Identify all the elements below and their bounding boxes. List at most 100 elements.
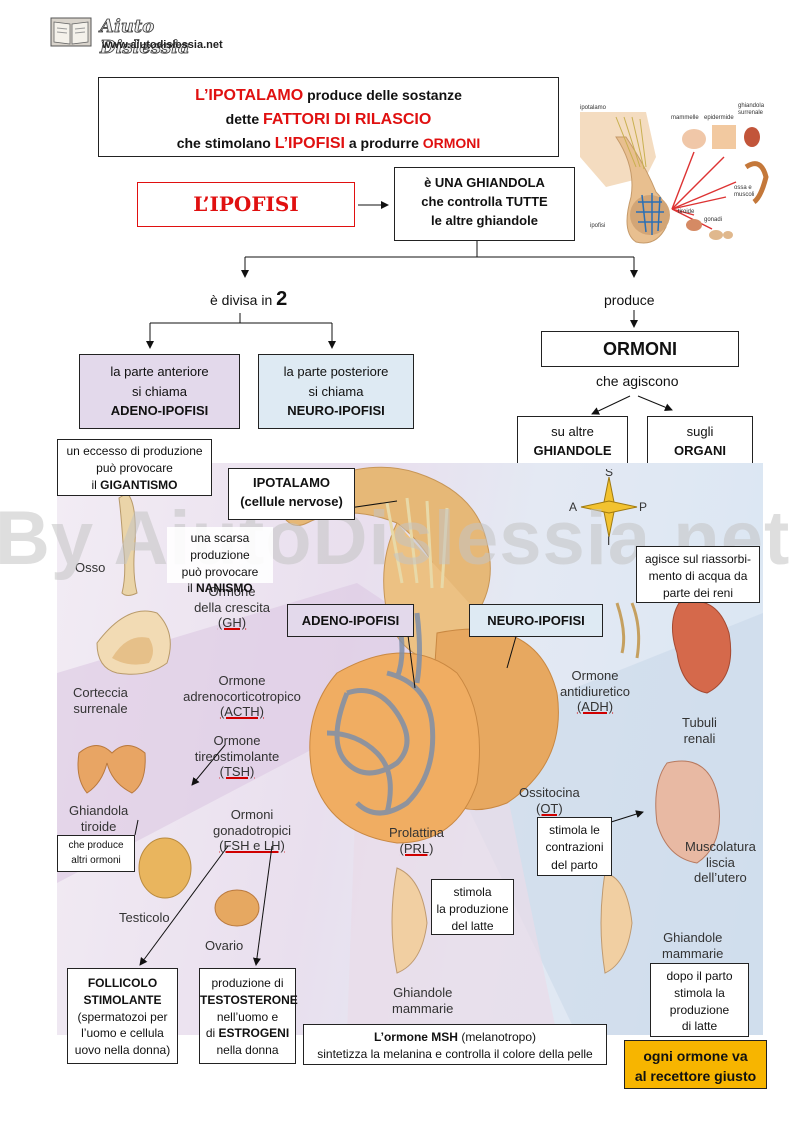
fsh-box: FOLLICOLO STIMOLANTE (spermatozoi per l’… bbox=[67, 968, 178, 1064]
receptor-line-2: al recettore giusto bbox=[634, 1068, 757, 1085]
lh-line-4a: di bbox=[205, 1026, 219, 1041]
label-musc-3: dell’utero bbox=[694, 870, 747, 886]
neuro-label: NEURO-IPOFISI bbox=[487, 613, 585, 628]
logo: Aiuto Dislessia www.aiutodislessia.net bbox=[48, 14, 248, 59]
label-musc-2: liscia bbox=[705, 854, 735, 870]
intro-text-3: che stimolano bbox=[176, 135, 275, 151]
kidney-note-box: agisce sul riassorbi- mento di acqua da … bbox=[636, 546, 760, 603]
excess-line-1: un eccesso di produzione bbox=[66, 444, 203, 458]
hypothalamus-box: IPOTALAMO (cellule nervose) bbox=[228, 468, 355, 520]
milk-line-2: la produzione bbox=[436, 901, 509, 916]
divided-label: è divisa in bbox=[210, 292, 277, 308]
label-gonadotropici: Ormoni gonadotropici (FSH e LH) bbox=[197, 807, 307, 854]
posterior-box: la parte posteriore si chiama NEURO-IPOF… bbox=[258, 354, 414, 429]
thumb-surrenale-2: surrenale bbox=[738, 110, 764, 116]
label-gon-3: (FSH e LH) bbox=[219, 838, 285, 854]
after-birth-line-1: dopo il parto bbox=[666, 969, 733, 983]
msh-line-2: sintetizza la melanina e controlla il co… bbox=[317, 1047, 593, 1062]
after-birth-line-4: di latte bbox=[681, 1019, 718, 1034]
label-ot-1: Ossitocina bbox=[519, 785, 580, 800]
compass-a: A bbox=[569, 500, 577, 514]
hypothalamus-line-2: (cellule nervose) bbox=[240, 493, 343, 509]
fsh-line-1: FOLLICOLO bbox=[87, 976, 158, 990]
excess-line-2: può provocare bbox=[96, 460, 173, 475]
thumb-ipofisi: ipofisi bbox=[590, 223, 605, 229]
ormoni-label: ORMONI bbox=[603, 339, 677, 359]
posterior-line-3: NEURO-IPOFISI bbox=[287, 403, 385, 418]
other-hormones-line-2: altri ormoni bbox=[71, 854, 121, 866]
produces-text: produce bbox=[604, 292, 655, 308]
milk-box: stimola la produzione del latte bbox=[431, 879, 514, 935]
label-ot-2: (OT) bbox=[535, 800, 563, 816]
receptor-box: ogni ormone va al recettore giusto bbox=[624, 1040, 767, 1089]
thumb-tiroide: tiroide bbox=[678, 209, 695, 215]
scarce-line-1: una scarsa produzione bbox=[190, 531, 250, 562]
ormoni-box: ORMONI bbox=[541, 331, 739, 367]
posterior-line-2: si chiama bbox=[308, 383, 364, 399]
label-ghiandole-mammarie-2: Ghiandole mammarie bbox=[662, 930, 723, 961]
kidney-note-line-1: agisce sul riassorbi- bbox=[644, 552, 752, 566]
label-adh: Ormone antidiuretico (ADH) bbox=[545, 668, 645, 715]
label-adh-3: (ADH) bbox=[576, 699, 614, 715]
label-ossitocina: Ossitocina (OT) bbox=[519, 785, 580, 816]
logo-url: www.aiutodislessia.net bbox=[102, 39, 223, 51]
label-gm-2: mammarie bbox=[392, 1000, 454, 1016]
compass-p: P bbox=[639, 500, 647, 514]
lh-line-5: nella donna bbox=[216, 1043, 279, 1058]
label-tubuli: Tubuli renali bbox=[682, 715, 717, 746]
label-prl-2: (PRL) bbox=[399, 840, 434, 856]
kidney-note-line-3: parte dei reni bbox=[662, 585, 734, 600]
label-tubuli-1: Tubuli bbox=[682, 715, 717, 730]
hormone-targets-illustration: ipotalamo mammelle epidermide ghiandola … bbox=[576, 97, 774, 247]
after-birth-line-3: produzione bbox=[669, 1002, 730, 1017]
label-tiroide-1: Ghiandola bbox=[69, 803, 129, 818]
msh-subtitle: (melanotropo) bbox=[457, 1030, 537, 1044]
lh-line-3: nell’uomo e bbox=[216, 1009, 279, 1024]
gland-line-3: le altre ghiandole bbox=[431, 212, 538, 228]
scarce-line-2: può provocare bbox=[181, 564, 259, 579]
lh-estrogens: ESTROGENI bbox=[218, 1026, 290, 1041]
intro-box: L’IPOTALAMO produce delle sostanze dette… bbox=[98, 77, 559, 157]
kidney-note-line-2: mento di acqua da bbox=[648, 568, 748, 583]
logo-text: Aiuto Dislessia bbox=[100, 16, 190, 59]
label-tsh-2: tireostimolante bbox=[194, 748, 280, 764]
label-corteccia-1: Corteccia bbox=[73, 685, 128, 700]
scarce-nanism: NANISMO bbox=[196, 581, 253, 596]
scarce-box: una scarsa produzione può provocare il N… bbox=[167, 527, 273, 595]
label-gm-1: Ghiandole bbox=[393, 985, 453, 1000]
gland-line-2: che controlla TUTTE bbox=[421, 193, 548, 209]
intro-text-1: produce delle sostanze bbox=[303, 87, 462, 103]
thumb-ipotalamo: ipotalamo bbox=[580, 105, 607, 111]
label-gm-3: Ghiandole bbox=[663, 930, 723, 945]
compass-s: S bbox=[605, 469, 613, 479]
anterior-line-2: si chiama bbox=[132, 383, 187, 399]
after-birth-line-2: stimola la bbox=[674, 985, 725, 1000]
other-hormones-box: che produce altri ormoni bbox=[57, 835, 135, 872]
thumb-ossa-2: muscoli bbox=[734, 192, 754, 198]
intro-pituitary: L’IPOFISI bbox=[274, 135, 345, 152]
intro-release-factors: FATTORI DI RILASCIO bbox=[263, 111, 432, 128]
anterior-line-3: ADENO-IPOFISI bbox=[110, 403, 209, 418]
label-gm-4: mammarie bbox=[662, 945, 724, 961]
act-text: che agiscono bbox=[596, 373, 679, 389]
other-hormones-line-1: che produce bbox=[68, 840, 124, 851]
adeno-label-box: ADENO-IPOFISI bbox=[287, 604, 414, 637]
label-tsh: Ormone tireostimolante (TSH) bbox=[187, 733, 287, 780]
intro-hypothalamus: L’IPOTALAMO bbox=[195, 87, 304, 104]
label-corteccia-2: surrenale bbox=[73, 700, 128, 716]
thumb-gonadi: gonadi bbox=[704, 217, 722, 223]
anterior-line-1: la parte anteriore bbox=[110, 364, 209, 379]
lh-line-2: TESTOSTERONE bbox=[200, 992, 298, 1007]
intro-text-2: dette bbox=[225, 111, 264, 127]
label-tsh-3: (TSH) bbox=[219, 764, 255, 780]
divided-number: 2 bbox=[276, 288, 288, 310]
lh-line-1: produzione di bbox=[211, 976, 284, 990]
compass-i: I bbox=[607, 534, 610, 545]
excess-box: un eccesso di produzione può provocare i… bbox=[57, 439, 212, 496]
contractions-box: stimola le contrazioni del parto bbox=[537, 817, 612, 876]
label-gon-2: gonadotropici bbox=[212, 822, 292, 838]
label-adh-1: Ormone bbox=[571, 668, 619, 683]
label-corteccia: Corteccia surrenale bbox=[73, 685, 128, 716]
label-testicolo: Testicolo bbox=[119, 910, 170, 925]
